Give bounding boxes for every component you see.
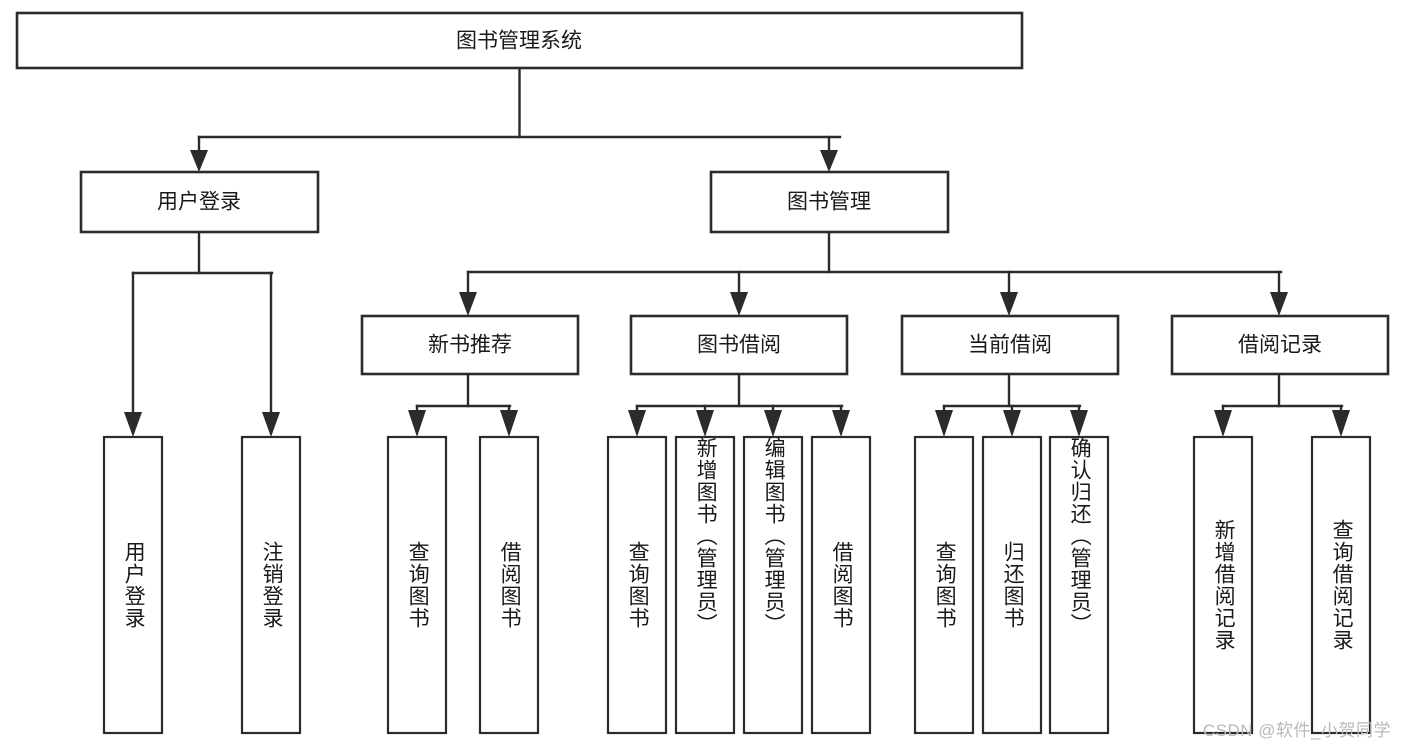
leaf-borrow-book-1-box[interactable] [478,435,540,735]
node-new-book-recommend-box[interactable] [360,314,580,376]
node-borrow-record-label: 借阅记录 [1238,334,1322,357]
arrow-to-leaf-borrow-book-2 [832,410,850,437]
arrow-to-leaf-add-book [696,410,714,437]
node-book-manage-label: 图书管理 [787,191,871,214]
node-new-book-recommend[interactable]: 新书推荐 [360,314,580,376]
arrow-to-leaf-confirm-return [1070,410,1088,437]
node-user-login-label: 用户登录 [157,191,241,214]
arrow-to-leaf-edit-book [764,410,782,437]
node-borrow-record[interactable]: 借阅记录 [1170,314,1390,376]
arrow-to-leaf-add-record [1214,410,1232,437]
node-root-label: 图书管理系统 [456,30,582,53]
leaf-query-record-box[interactable] [1310,435,1372,735]
leaf-add-record-box[interactable] [1192,435,1254,735]
leaf-user-login-box[interactable] [102,435,164,735]
node-book-borrow[interactable]: 图书借阅 [629,314,849,376]
connector-group [124,66,1350,437]
arrow-to-user-login [190,150,208,172]
node-root-box[interactable] [15,11,1024,70]
leaf-box-group [102,435,1372,735]
leaf-query-book-1-box[interactable] [386,435,448,735]
arrow-to-new-book-recommend [459,292,477,316]
node-book-manage-box[interactable] [709,170,950,234]
arrow-to-book-borrow [730,292,748,316]
node-new-book-recommend-label: 新书推荐 [428,334,512,357]
arrow-to-leaf-query-book-1 [408,410,426,437]
leaf-edit-book-box[interactable] [742,435,804,735]
leaf-confirm-return-box[interactable] [1048,435,1110,735]
node-book-manage[interactable]: 图书管理 [709,170,950,234]
arrow-to-leaf-user-logout [262,412,280,437]
node-current-borrow[interactable]: 当前借阅 [900,314,1120,376]
node-borrow-record-box[interactable] [1170,314,1390,376]
node-book-borrow-label: 图书借阅 [697,334,781,357]
node-current-borrow-box[interactable] [900,314,1120,376]
arrow-to-leaf-borrow-book-1 [500,410,518,437]
arrow-to-leaf-return-book [1003,410,1021,437]
arrow-to-leaf-query-book-3 [935,410,953,437]
arrow-to-leaf-query-book-2 [628,410,646,437]
leaf-query-book-3-box[interactable] [913,435,975,735]
leaf-user-logout-box[interactable] [240,435,302,735]
node-user-login-box[interactable] [79,170,320,234]
arrow-to-book-manage [820,150,838,172]
node-current-borrow-label: 当前借阅 [968,334,1052,357]
leaf-borrow-book-2-box[interactable] [810,435,872,735]
leaf-query-book-2-box[interactable] [606,435,668,735]
arrow-to-leaf-user-login [124,412,142,437]
arrow-to-current-borrow [1000,292,1018,316]
leaf-return-book-box[interactable] [981,435,1043,735]
arrow-to-leaf-query-record [1332,410,1350,437]
node-user-login[interactable]: 用户登录 [79,170,320,234]
node-root[interactable]: 图书管理系统 [15,11,1024,70]
csdn-watermark: CSDN @软件_小贺同学 [1202,721,1391,740]
leaf-add-book-box[interactable] [674,435,736,735]
node-book-borrow-box[interactable] [629,314,849,376]
arrow-to-borrow-record [1270,292,1288,316]
